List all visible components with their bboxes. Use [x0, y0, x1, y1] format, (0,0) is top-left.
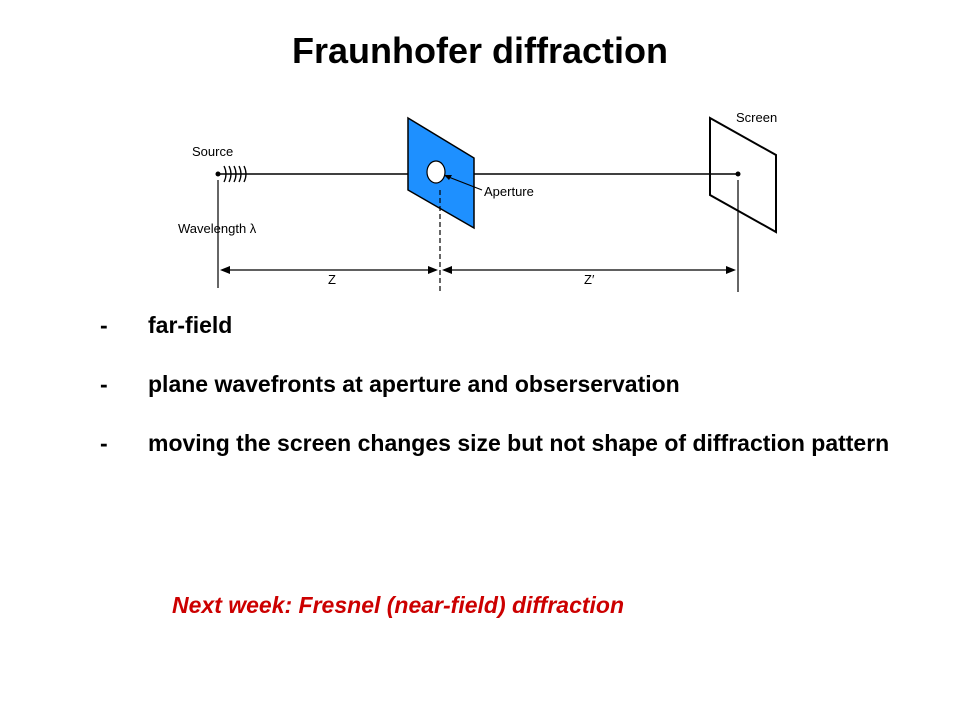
- bullet-item: - moving the screen changes size but not…: [100, 428, 920, 459]
- bullet-item: - plane wavefronts at aperture and obser…: [100, 369, 920, 400]
- screen-frame: [709, 116, 777, 234]
- aperture-label: Aperture: [484, 184, 534, 199]
- dimension-arrowheads: [220, 266, 736, 274]
- bullet-text: far-field: [148, 312, 233, 338]
- bullet-dash: -: [100, 312, 108, 338]
- bullet-dash: -: [100, 371, 108, 397]
- bullet-text: plane wavefronts at aperture and obserse…: [148, 371, 680, 397]
- source-label: Source: [192, 144, 233, 159]
- fraunhofer-diagram: Source Wavelength λ Aperture Screen Z Z′: [178, 110, 777, 292]
- wavelength-label: Wavelength λ: [178, 221, 257, 236]
- slide-title: Fraunhofer diffraction: [292, 30, 668, 71]
- screen-point: [735, 171, 741, 177]
- screen-label: Screen: [736, 110, 777, 125]
- z-label: Z: [328, 272, 336, 287]
- aperture-pointer-head: [444, 175, 452, 180]
- dimension-lines: [217, 180, 739, 292]
- bullet-list: - far-field - plane wavefronts at apertu…: [100, 310, 920, 487]
- aperture-pointer: [445, 175, 483, 191]
- bullet-dash: -: [100, 430, 108, 456]
- z-prime-label: Z′: [584, 272, 595, 287]
- bullet-text: moving the screen changes size but not s…: [148, 430, 890, 456]
- aperture-opening: [426, 160, 446, 184]
- bullet-item: - far-field: [100, 310, 920, 341]
- next-week-note: Next week: Fresnel (near-field) diffract…: [172, 592, 625, 618]
